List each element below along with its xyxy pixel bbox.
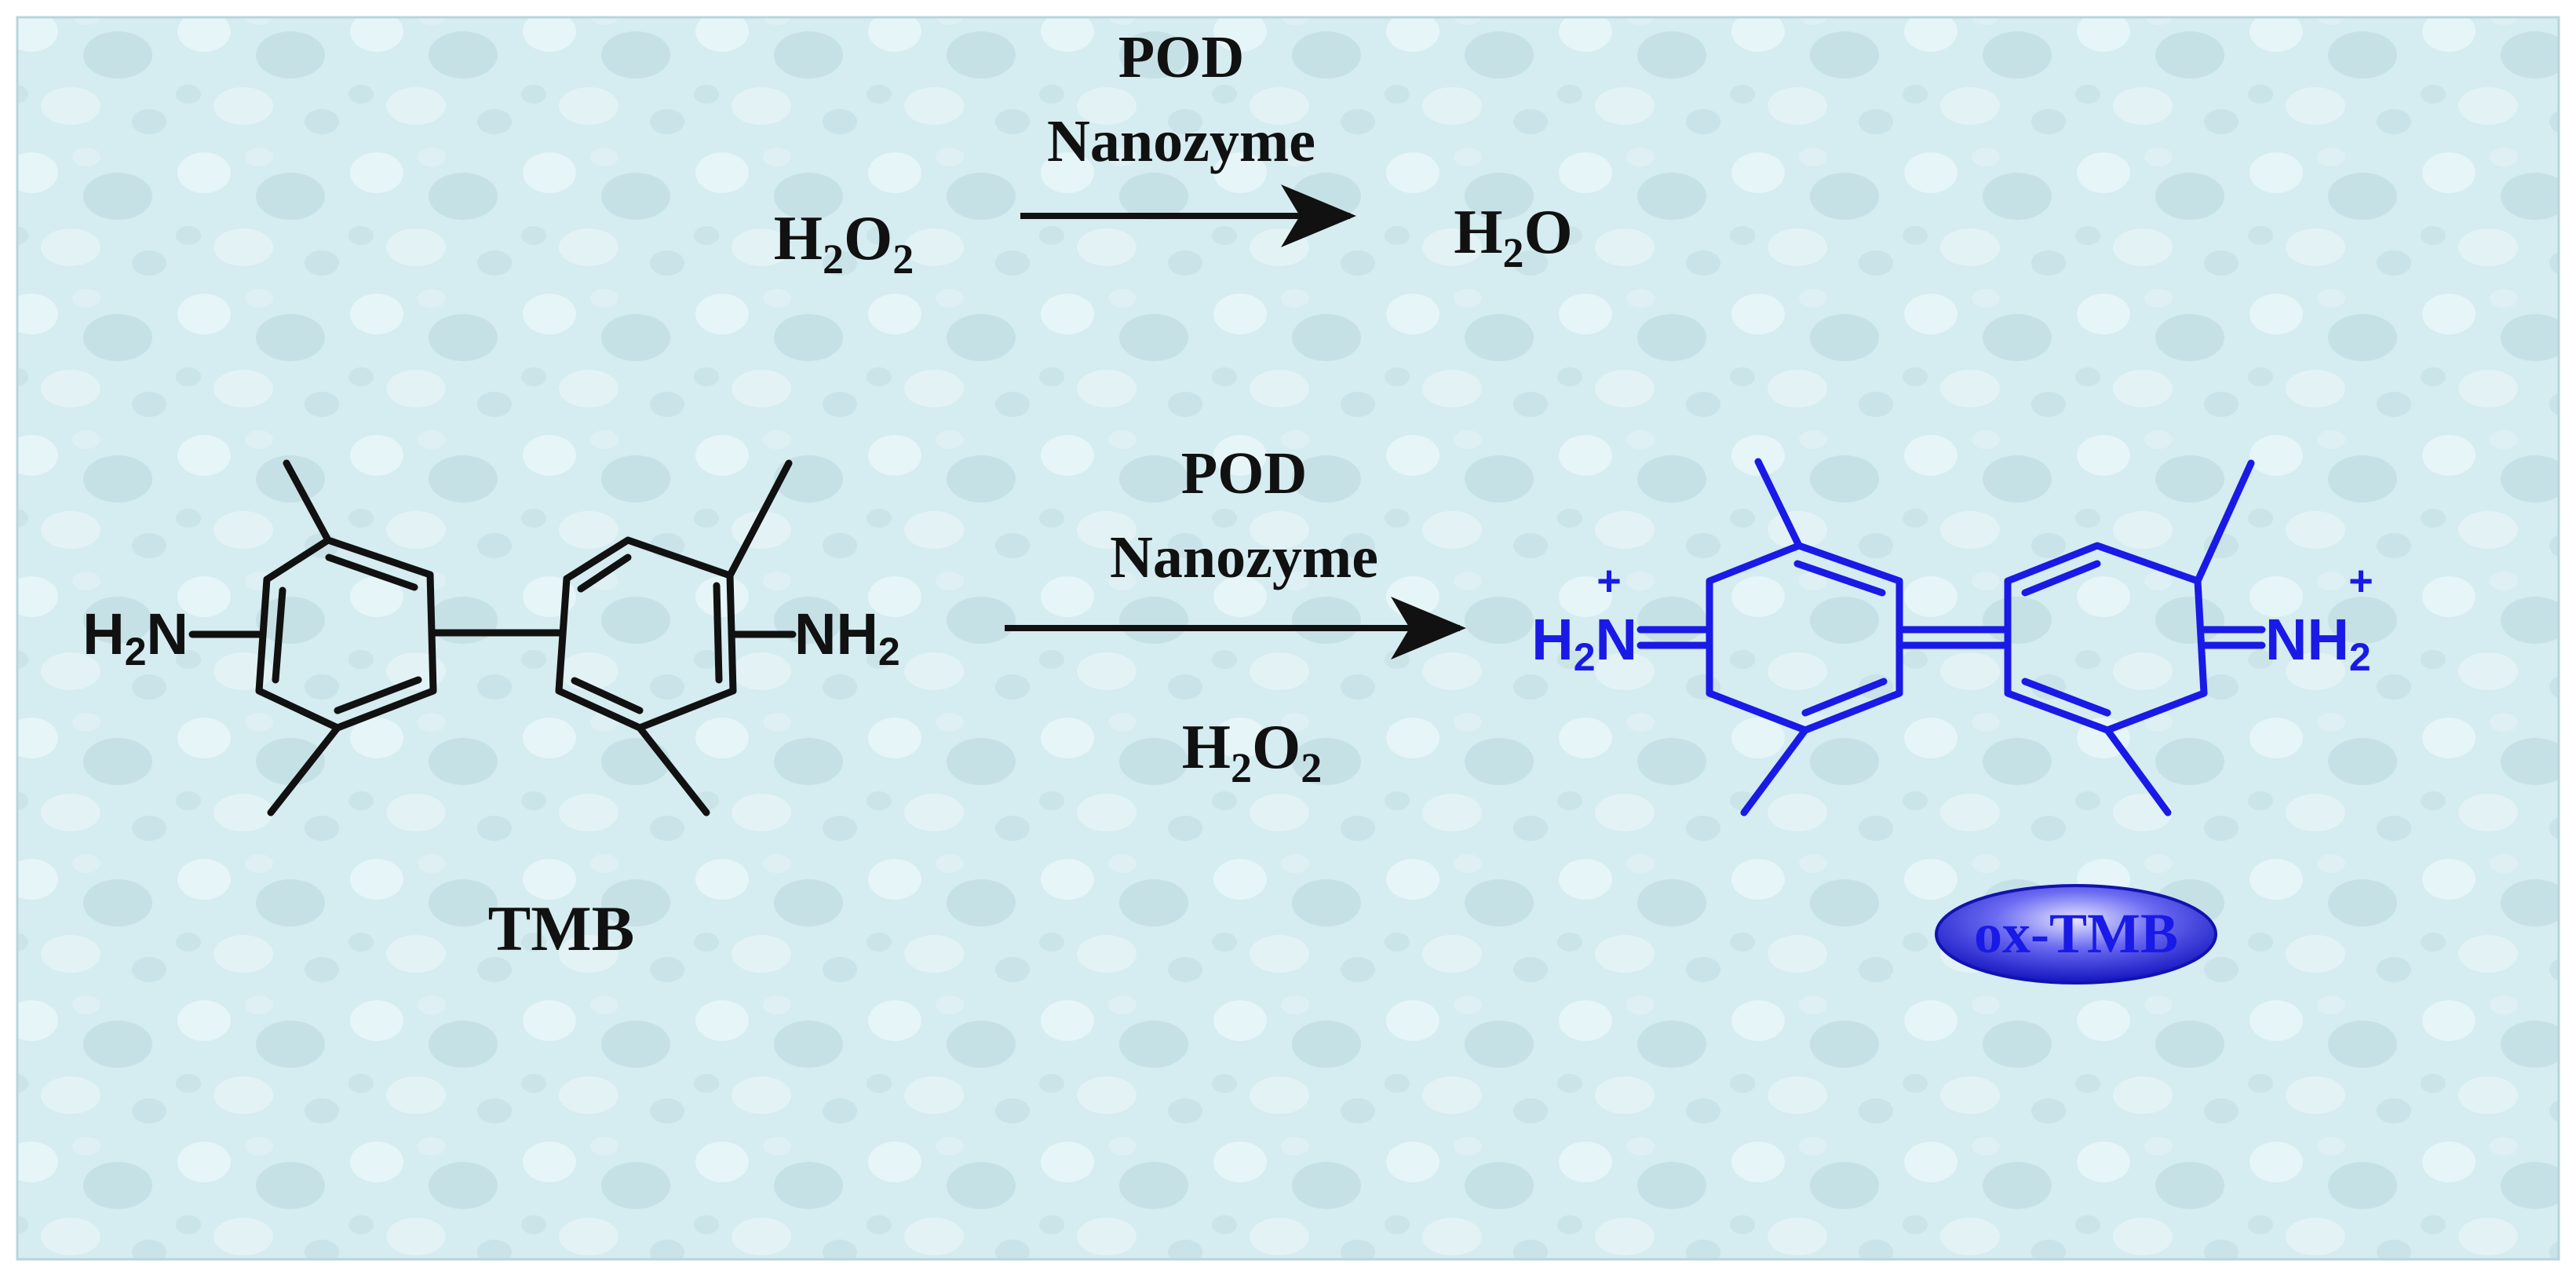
background-panel — [16, 16, 2560, 1261]
ox-methyl-4 — [2103, 726, 2172, 817]
tmb-labels: H2N NH2 TMB — [82, 601, 899, 964]
tmb-methyl-3 — [726, 459, 793, 579]
ox-left-iminium: H2N — [1531, 607, 1637, 679]
ox-tmb-labels: H2N + NH2 + — [1531, 557, 2373, 679]
ox-methyl-2 — [1740, 726, 1809, 817]
ox-right-iminium: NH2 — [2265, 607, 2371, 679]
ox-methyl-1 — [1754, 458, 1803, 550]
tmb-left-ring-double-3 — [272, 586, 286, 684]
ox-tmb-label: ox-TMB — [1974, 902, 2178, 965]
r2-cosubstrate-h2o2: H2O2 — [1182, 713, 1322, 791]
ox-left-ring-double-1 — [1793, 560, 1886, 597]
tmb-structure — [188, 459, 797, 817]
tmb-right-ring-double-1 — [577, 553, 632, 593]
tmb-right-ring-double-3 — [571, 677, 644, 714]
ox-tmb-badge: ox-TMB — [1935, 884, 2217, 985]
ox-methyl-3 — [2194, 459, 2255, 585]
ox-left-charge: + — [1596, 557, 1622, 605]
r1-catalyst-line1: POD — [1118, 24, 1244, 90]
ox-right-ring-double-2 — [2021, 678, 2111, 717]
r1-product-h2o: H2O — [1454, 198, 1572, 276]
reaction-1: POD Nanozyme H2O2 H2O — [774, 24, 1573, 283]
r1-reactant-h2o2: H2O2 — [774, 204, 914, 283]
ox-right-charge: + — [2348, 557, 2373, 605]
tmb-methyl-4 — [636, 724, 710, 817]
tmb-right-ring-double-2 — [713, 582, 723, 684]
tmb-methyl-1 — [283, 459, 332, 544]
ox-tmb-structure — [1636, 458, 2266, 817]
tmb-label: TMB — [488, 893, 635, 964]
tmb-right-amine: NH2 — [794, 601, 900, 674]
ox-left-ring-double-2 — [1801, 678, 1888, 717]
r2-catalyst-line2: Nanozyme — [1110, 524, 1378, 590]
tmb-left-amine: H2N — [82, 601, 188, 674]
r2-catalyst-line1: POD — [1181, 440, 1307, 506]
tmb-left-ring-double-2 — [334, 676, 422, 714]
tmb-methyl-2 — [267, 724, 341, 817]
r1-catalyst-line2: Nanozyme — [1047, 108, 1315, 174]
ox-tmb-badge-ellipse — [1935, 884, 2217, 985]
reaction-2-conditions: POD Nanozyme H2O2 — [1005, 440, 1466, 791]
ox-right-ring-double-1 — [2021, 560, 2101, 597]
tmb-left-ring-double-1 — [325, 553, 418, 591]
